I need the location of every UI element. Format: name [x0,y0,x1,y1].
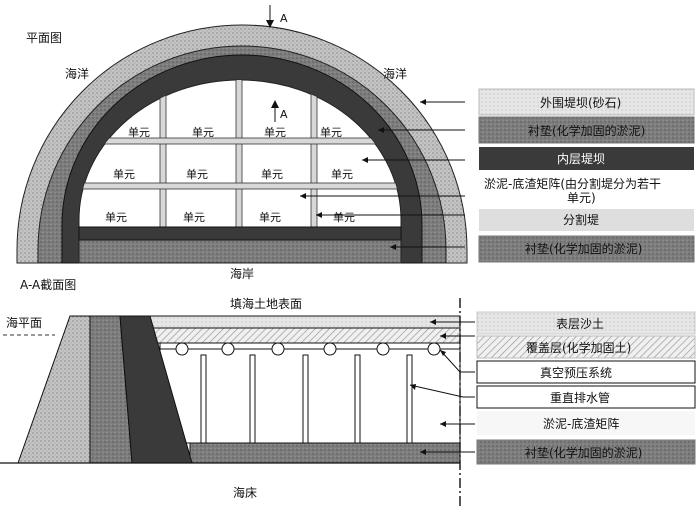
section-legend: 表层沙土 覆盖层(化学加固土) 真空预压系统 重直排水管 淤泥-底渣矩阵 衬垫(… [476,311,696,465]
legend-label: 内层堤坝 [557,152,605,166]
legend-label: 衬垫(化学加固的淤泥) [525,445,642,460]
cell-label: 单元 [264,126,286,139]
legend-label-line2: 单元) [567,191,596,205]
cell-label: 单元 [183,211,205,224]
legend-label: 覆盖层(化学加固土) [526,340,631,355]
cell-label: 单元 [192,126,214,139]
seabed-label: 海床 [233,485,257,500]
cell-label: 单元 [128,126,150,139]
cell-label: 单元 [331,168,353,181]
legend-label: 重直排水管 [550,390,610,405]
section-bottom-liner [189,442,461,464]
vertical-drains [200,354,413,444]
legend-swatch-divider [479,209,694,231]
legend-label: 淤泥-底渣矩阵 [543,416,619,431]
legend-swatch-surface-sand [476,311,696,335]
section-view: A-A截面图 填海土地表面 海平面 海床 [0,278,475,509]
sea-label-right: 海洋 [383,66,407,81]
legend-swatch-matrix [479,175,694,205]
section-surface-sand [149,315,461,329]
section-cover-layer [149,327,461,344]
legend-label-line1: 淤泥-底渣矩阵(由分割堤分为若干 [484,176,661,191]
section-outer-dike [17,315,91,464]
fill-surface-label: 填海土地表面 [230,296,302,311]
legend-swatch-matrix [477,411,695,435]
cell-label: 单元 [259,211,281,224]
legend-swatch-liner-2 [478,235,695,263]
plan-view: 单元 单元 单元 单元 单元 单元 单元 单元 单元 单元 单元 单元 A A … [16,5,468,281]
sea-level-label: 海平面 [6,315,42,330]
plan-legend: 外围堤坝(砂石) 衬垫(化学加固的淤泥) 内层堤坝 淤泥-底渣矩阵(由分割堤分为… [478,88,695,263]
shore-label: 海岸 [230,266,254,281]
legend-swatch-drain [476,385,696,409]
cell-label: 单元 [320,126,342,139]
legend-swatch-liner [478,116,695,144]
cell-label: 单元 [261,168,283,181]
legend-swatch-inner-dike [479,147,694,170]
plan-leader-lines [300,101,465,248]
legend-label: 外围堤坝(砂石) [540,96,621,110]
bottom-inner-dike [78,226,402,241]
cell-label: 单元 [113,168,135,181]
divider-dikes [79,80,401,230]
section-arrow-label-inner: A [280,108,288,121]
section-title: A-A截面图 [20,278,76,292]
legend-label: 分割堤 [563,212,599,227]
section-arrow-label-top: A [280,12,288,25]
cell-label: 单元 [105,211,127,224]
plan-title: 平面图 [26,31,62,45]
legend-label: 衬垫(化学加固的淤泥) [528,123,645,138]
legend-label: 衬垫(化学加固的淤泥) [525,241,642,256]
bottom-liner [78,239,402,264]
vacuum-nodes [175,342,441,356]
sea-label-left: 海洋 [65,66,89,81]
legend-swatch-vacuum [476,360,696,384]
legend-label: 表层沙土 [556,317,604,331]
legend-swatch-liner [476,439,696,465]
legend-swatch-cover-layer [476,335,696,359]
cell-label: 单元 [186,168,208,181]
cell-label: 单元 [333,211,355,224]
legend-label: 真空预压系统 [540,366,612,380]
legend-swatch-outer-dike [478,88,695,116]
